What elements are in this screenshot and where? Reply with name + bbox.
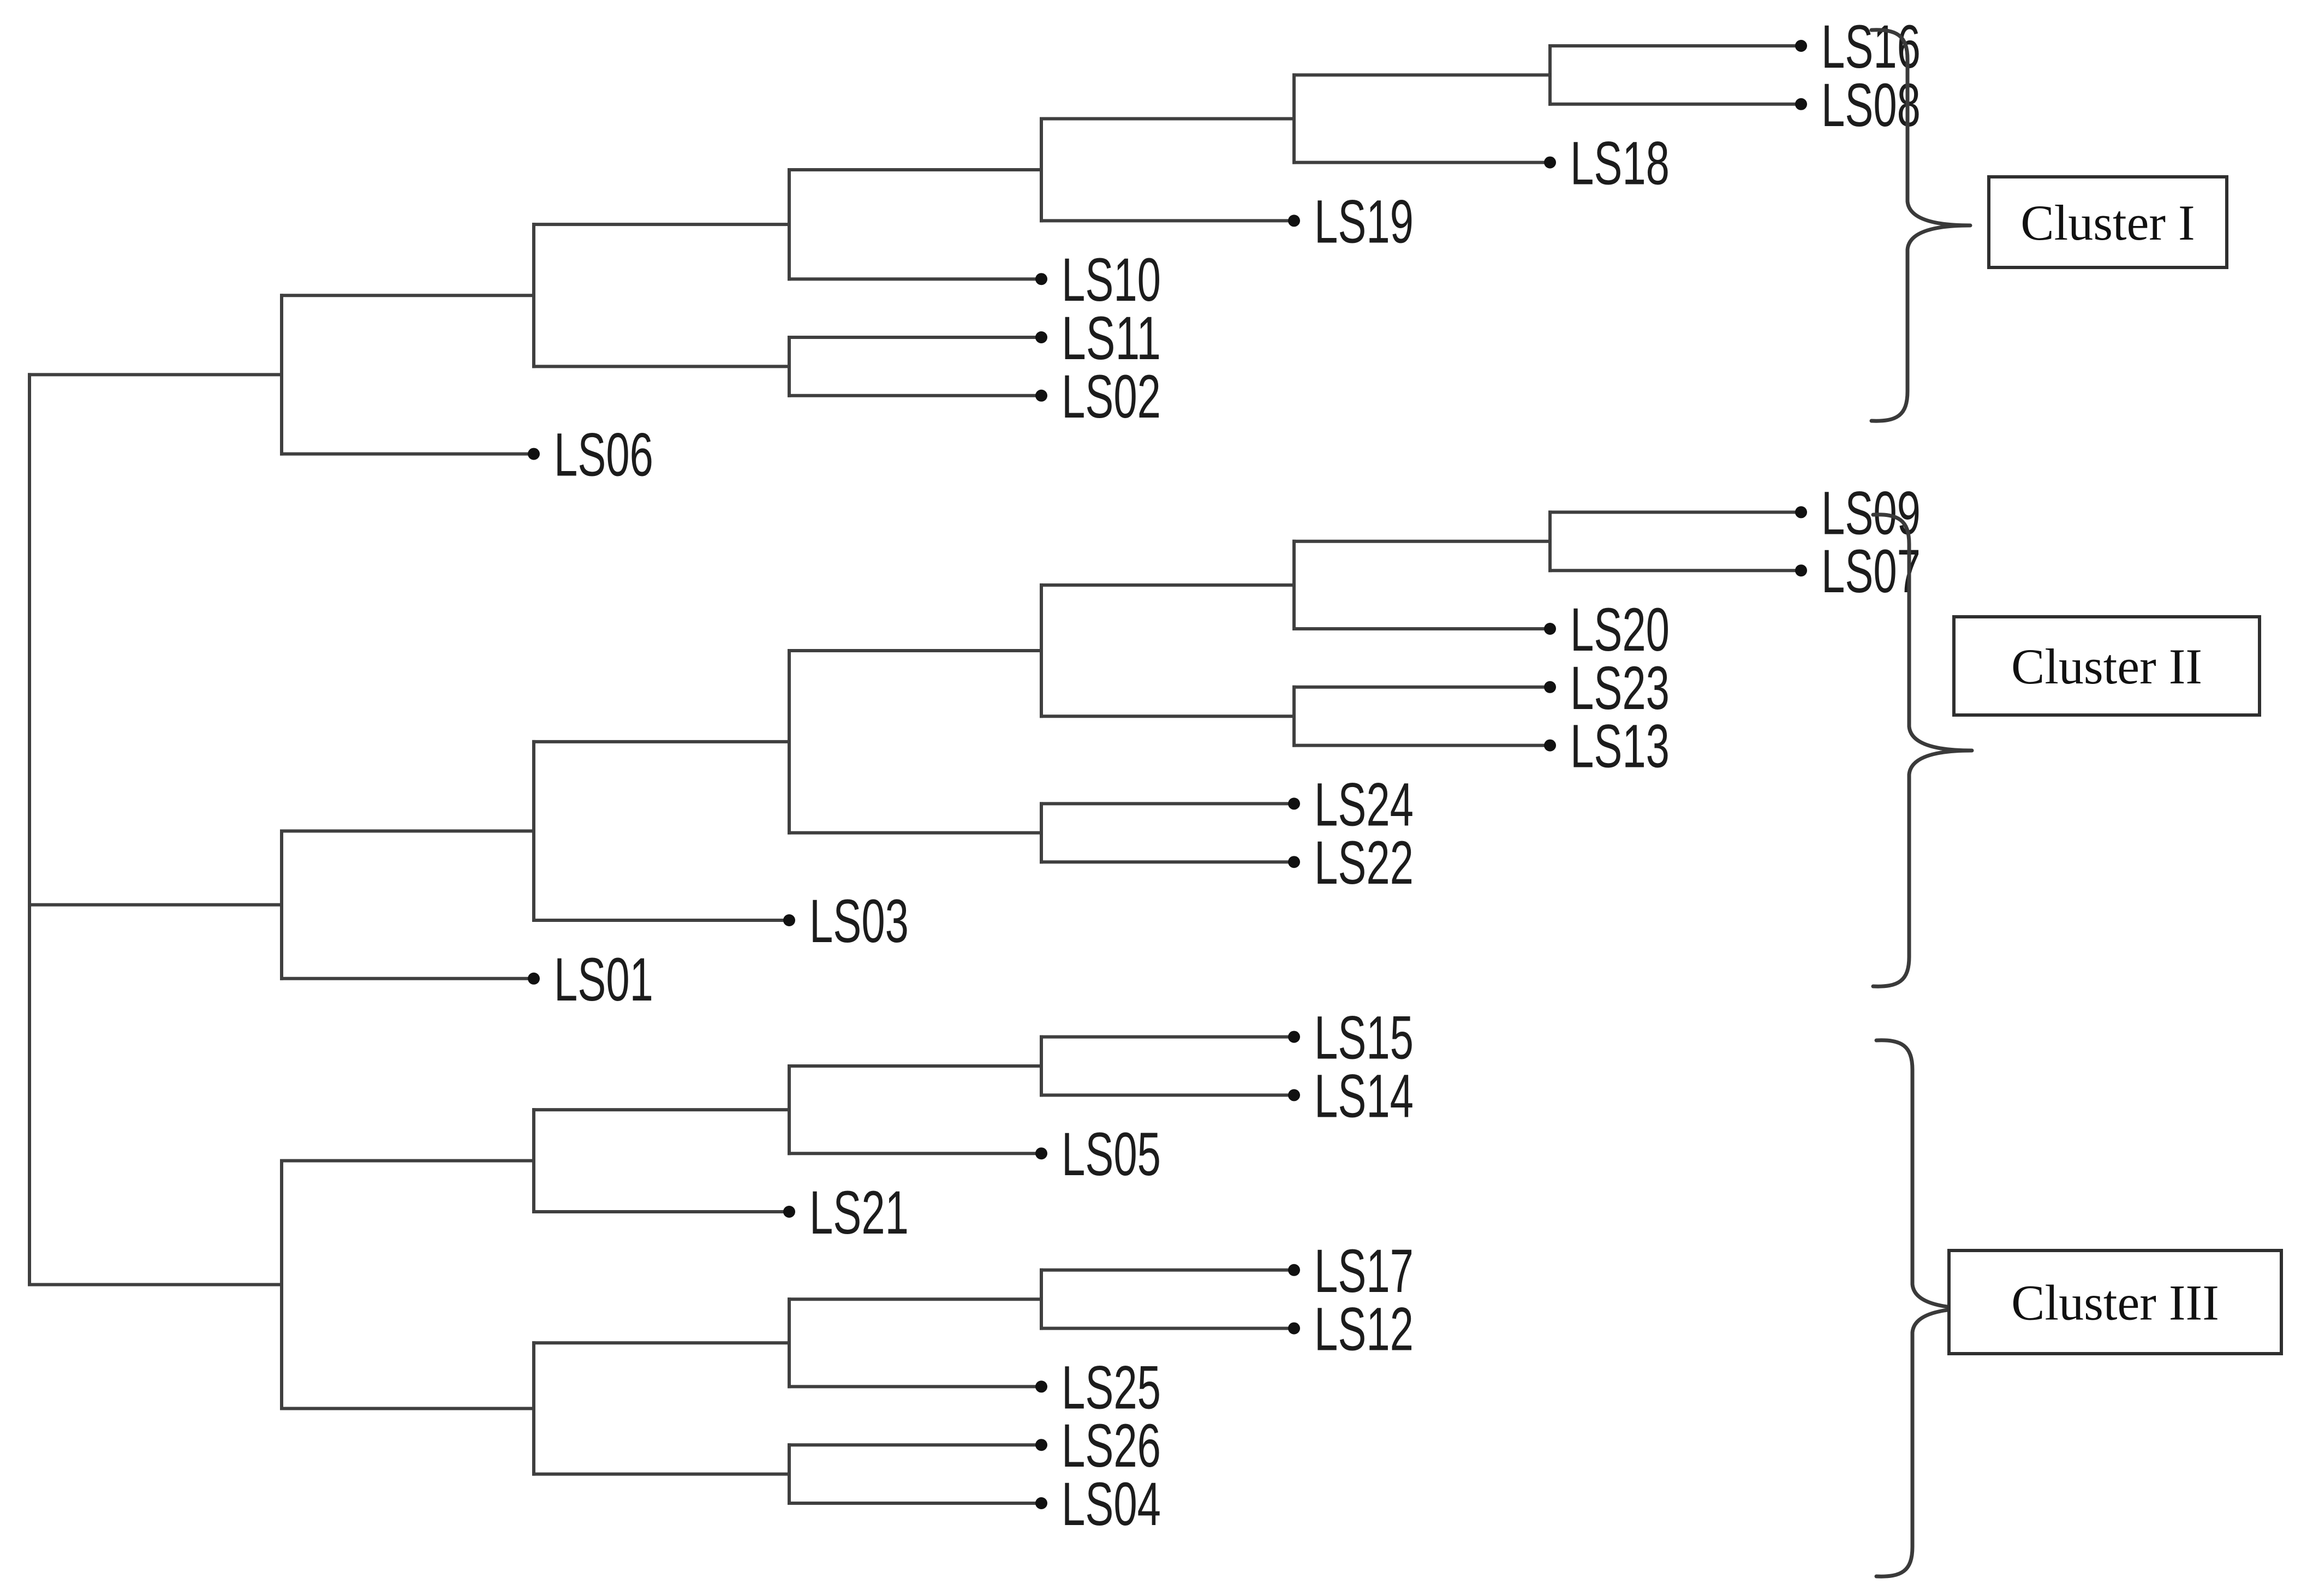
leaf-label-LS05: LS05 [1062,1120,1161,1188]
leaf-dot-LS01 [528,972,540,985]
leaf-dot-LS17 [1288,1264,1300,1276]
leaf-dot-LS20 [1544,623,1556,635]
cluster-box-1 [1987,175,2228,269]
leaf-dot-LS04 [1035,1497,1047,1509]
leaf-dot-LS08 [1795,98,1807,110]
leaf-dot-LS10 [1035,273,1047,285]
leaf-dot-LS11 [1035,331,1047,343]
cluster-box-3 [1947,1249,2283,1355]
leaf-label-LS07: LS07 [1821,537,1921,605]
leaf-label-LS10: LS10 [1062,246,1161,314]
leaf-dot-LS23 [1544,681,1556,693]
cluster-label-2: Cluster II [2011,639,2202,694]
leaf-dot-LS14 [1288,1089,1300,1101]
leaf-dot-LS12 [1288,1322,1300,1335]
leaf-label-LS08: LS08 [1821,71,1921,139]
leaf-dot-LS07 [1795,564,1807,577]
leaf-label-LS13: LS13 [1570,712,1670,781]
leaf-dot-LS09 [1795,506,1807,519]
leaf-dot-LS24 [1288,797,1300,810]
leaf-label-LS12: LS12 [1314,1295,1414,1363]
leaf-label-LS26: LS26 [1062,1412,1161,1480]
leaf-label-LS23: LS23 [1570,654,1670,722]
leaf-dot-LS05 [1035,1147,1047,1160]
leaf-label-LS01: LS01 [554,945,653,1014]
leaf-dot-LS02 [1035,389,1047,402]
cluster-brace-1 [1869,28,1972,423]
leaf-dot-LS18 [1544,156,1556,169]
leaf-dot-LS16 [1795,40,1807,52]
leaf-label-LS22: LS22 [1314,829,1414,897]
leaf-dot-LS26 [1035,1439,1047,1451]
leaf-label-LS02: LS02 [1062,362,1161,431]
leaf-label-LS06: LS06 [554,421,653,489]
leaf-label-LS04: LS04 [1062,1470,1161,1538]
leaf-label-LS18: LS18 [1570,129,1670,198]
cluster-box-2 [1952,615,2261,717]
leaf-label-LS09: LS09 [1821,479,1921,547]
cluster-label-1: Cluster I [2020,195,2195,251]
leaf-dot-LS13 [1544,739,1556,752]
leaf-label-LS17: LS17 [1314,1237,1414,1305]
leaf-dot-LS06 [528,448,540,460]
leaf-label-LS14: LS14 [1314,1062,1414,1130]
leaf-dot-LS21 [783,1206,795,1218]
leaf-label-LS15: LS15 [1314,1004,1414,1072]
leaf-dot-LS22 [1288,856,1300,868]
leaf-dot-LS03 [783,914,795,926]
leaf-label-LS03: LS03 [809,887,909,955]
leaf-label-LS20: LS20 [1570,595,1670,664]
leaf-label-LS11: LS11 [1062,304,1161,372]
leaf-dot-LS19 [1288,215,1300,227]
leaf-label-LS25: LS25 [1062,1353,1161,1421]
leaf-label-LS24: LS24 [1314,770,1414,838]
leaf-label-LS19: LS19 [1314,187,1414,255]
leaf-dot-LS15 [1288,1031,1300,1043]
cluster-label-3: Cluster III [2011,1275,2219,1331]
leaf-label-LS21: LS21 [809,1178,909,1247]
cluster-brace-2 [1871,513,1974,988]
leaf-dot-LS25 [1035,1380,1047,1393]
